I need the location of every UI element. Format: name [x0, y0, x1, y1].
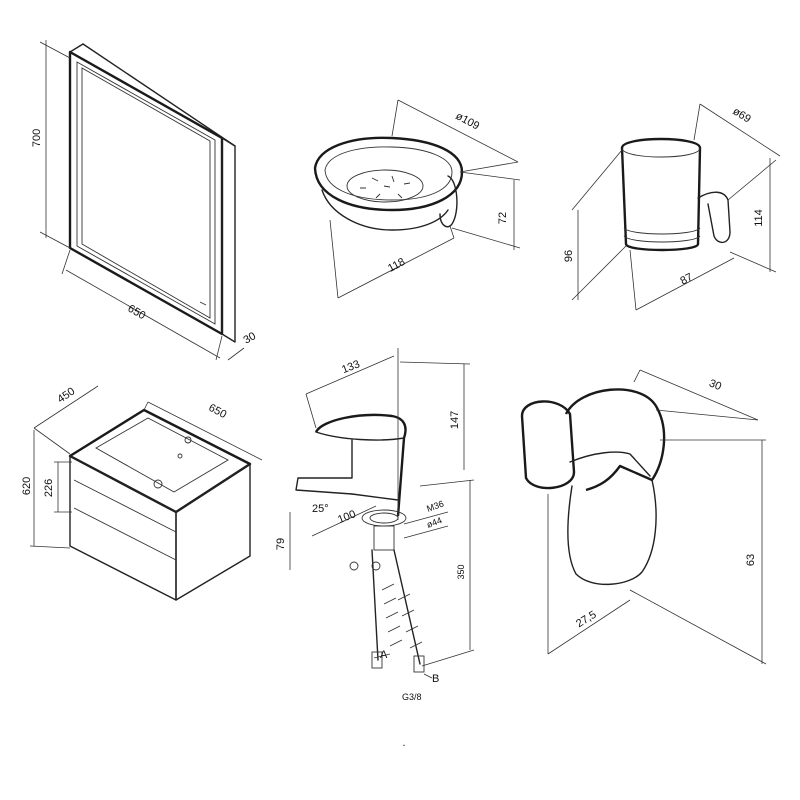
vanity-height-label: 620 [21, 477, 33, 495]
faucet-thread-2-label: ø44 [425, 515, 443, 530]
hook-height-label: 63 [745, 554, 757, 566]
hook-depth-label: 30 [707, 377, 723, 393]
tumbler-drawing: ø69 114 96 87 [563, 103, 781, 311]
faucet-letter-a: A [380, 649, 388, 661]
mirror-width-label: 650 [126, 303, 148, 323]
soap-dish-length-label: 118 [386, 256, 407, 275]
faucet-height-label: 147 [449, 411, 461, 429]
faucet-thread-1-label: M36 [425, 498, 445, 513]
vanity-depth-label: 450 [55, 385, 77, 405]
faucet-spout-height-label: 79 [275, 538, 287, 550]
faucet-hose-label: 350 [456, 564, 466, 579]
tumbler-height-total-label: 114 [753, 209, 765, 227]
mirror-height-label: 700 [31, 129, 43, 147]
faucet-letter-b: B [432, 673, 439, 685]
hook-width-label: 27,5 [574, 609, 599, 631]
faucet-reach-label: 133 [340, 358, 362, 376]
faucet-angle-label: 25° [312, 503, 329, 515]
vanity-drawer-height-label: 226 [43, 479, 55, 497]
soap-dish-diameter-label: ø109 [454, 110, 482, 132]
faucet-drawing: 133 147 100 25° 79 M36 ø44 350 A B G3/8 [275, 348, 475, 702]
footer-mark: . [402, 737, 405, 749]
faucet-thread-hose-label: G3/8 [402, 692, 422, 702]
hook-drawing: 30 63 27,5 [520, 369, 767, 665]
faucet-spout-label: 100 [336, 508, 358, 526]
vanity-width-label: 650 [206, 402, 228, 421]
vanity-drawing: 450 650 620 226 [21, 385, 263, 601]
mirror-drawing: 700 650 30 [31, 40, 259, 361]
tumbler-diameter-label: ø69 [730, 105, 752, 125]
soap-dish-drawing: ø109 118 72 [313, 99, 521, 299]
tumbler-height-glass-label: 96 [563, 250, 575, 262]
tumbler-depth-label: 87 [678, 271, 694, 287]
mirror-depth-label: 30 [242, 330, 259, 347]
soap-dish-height-label: 72 [497, 212, 509, 224]
